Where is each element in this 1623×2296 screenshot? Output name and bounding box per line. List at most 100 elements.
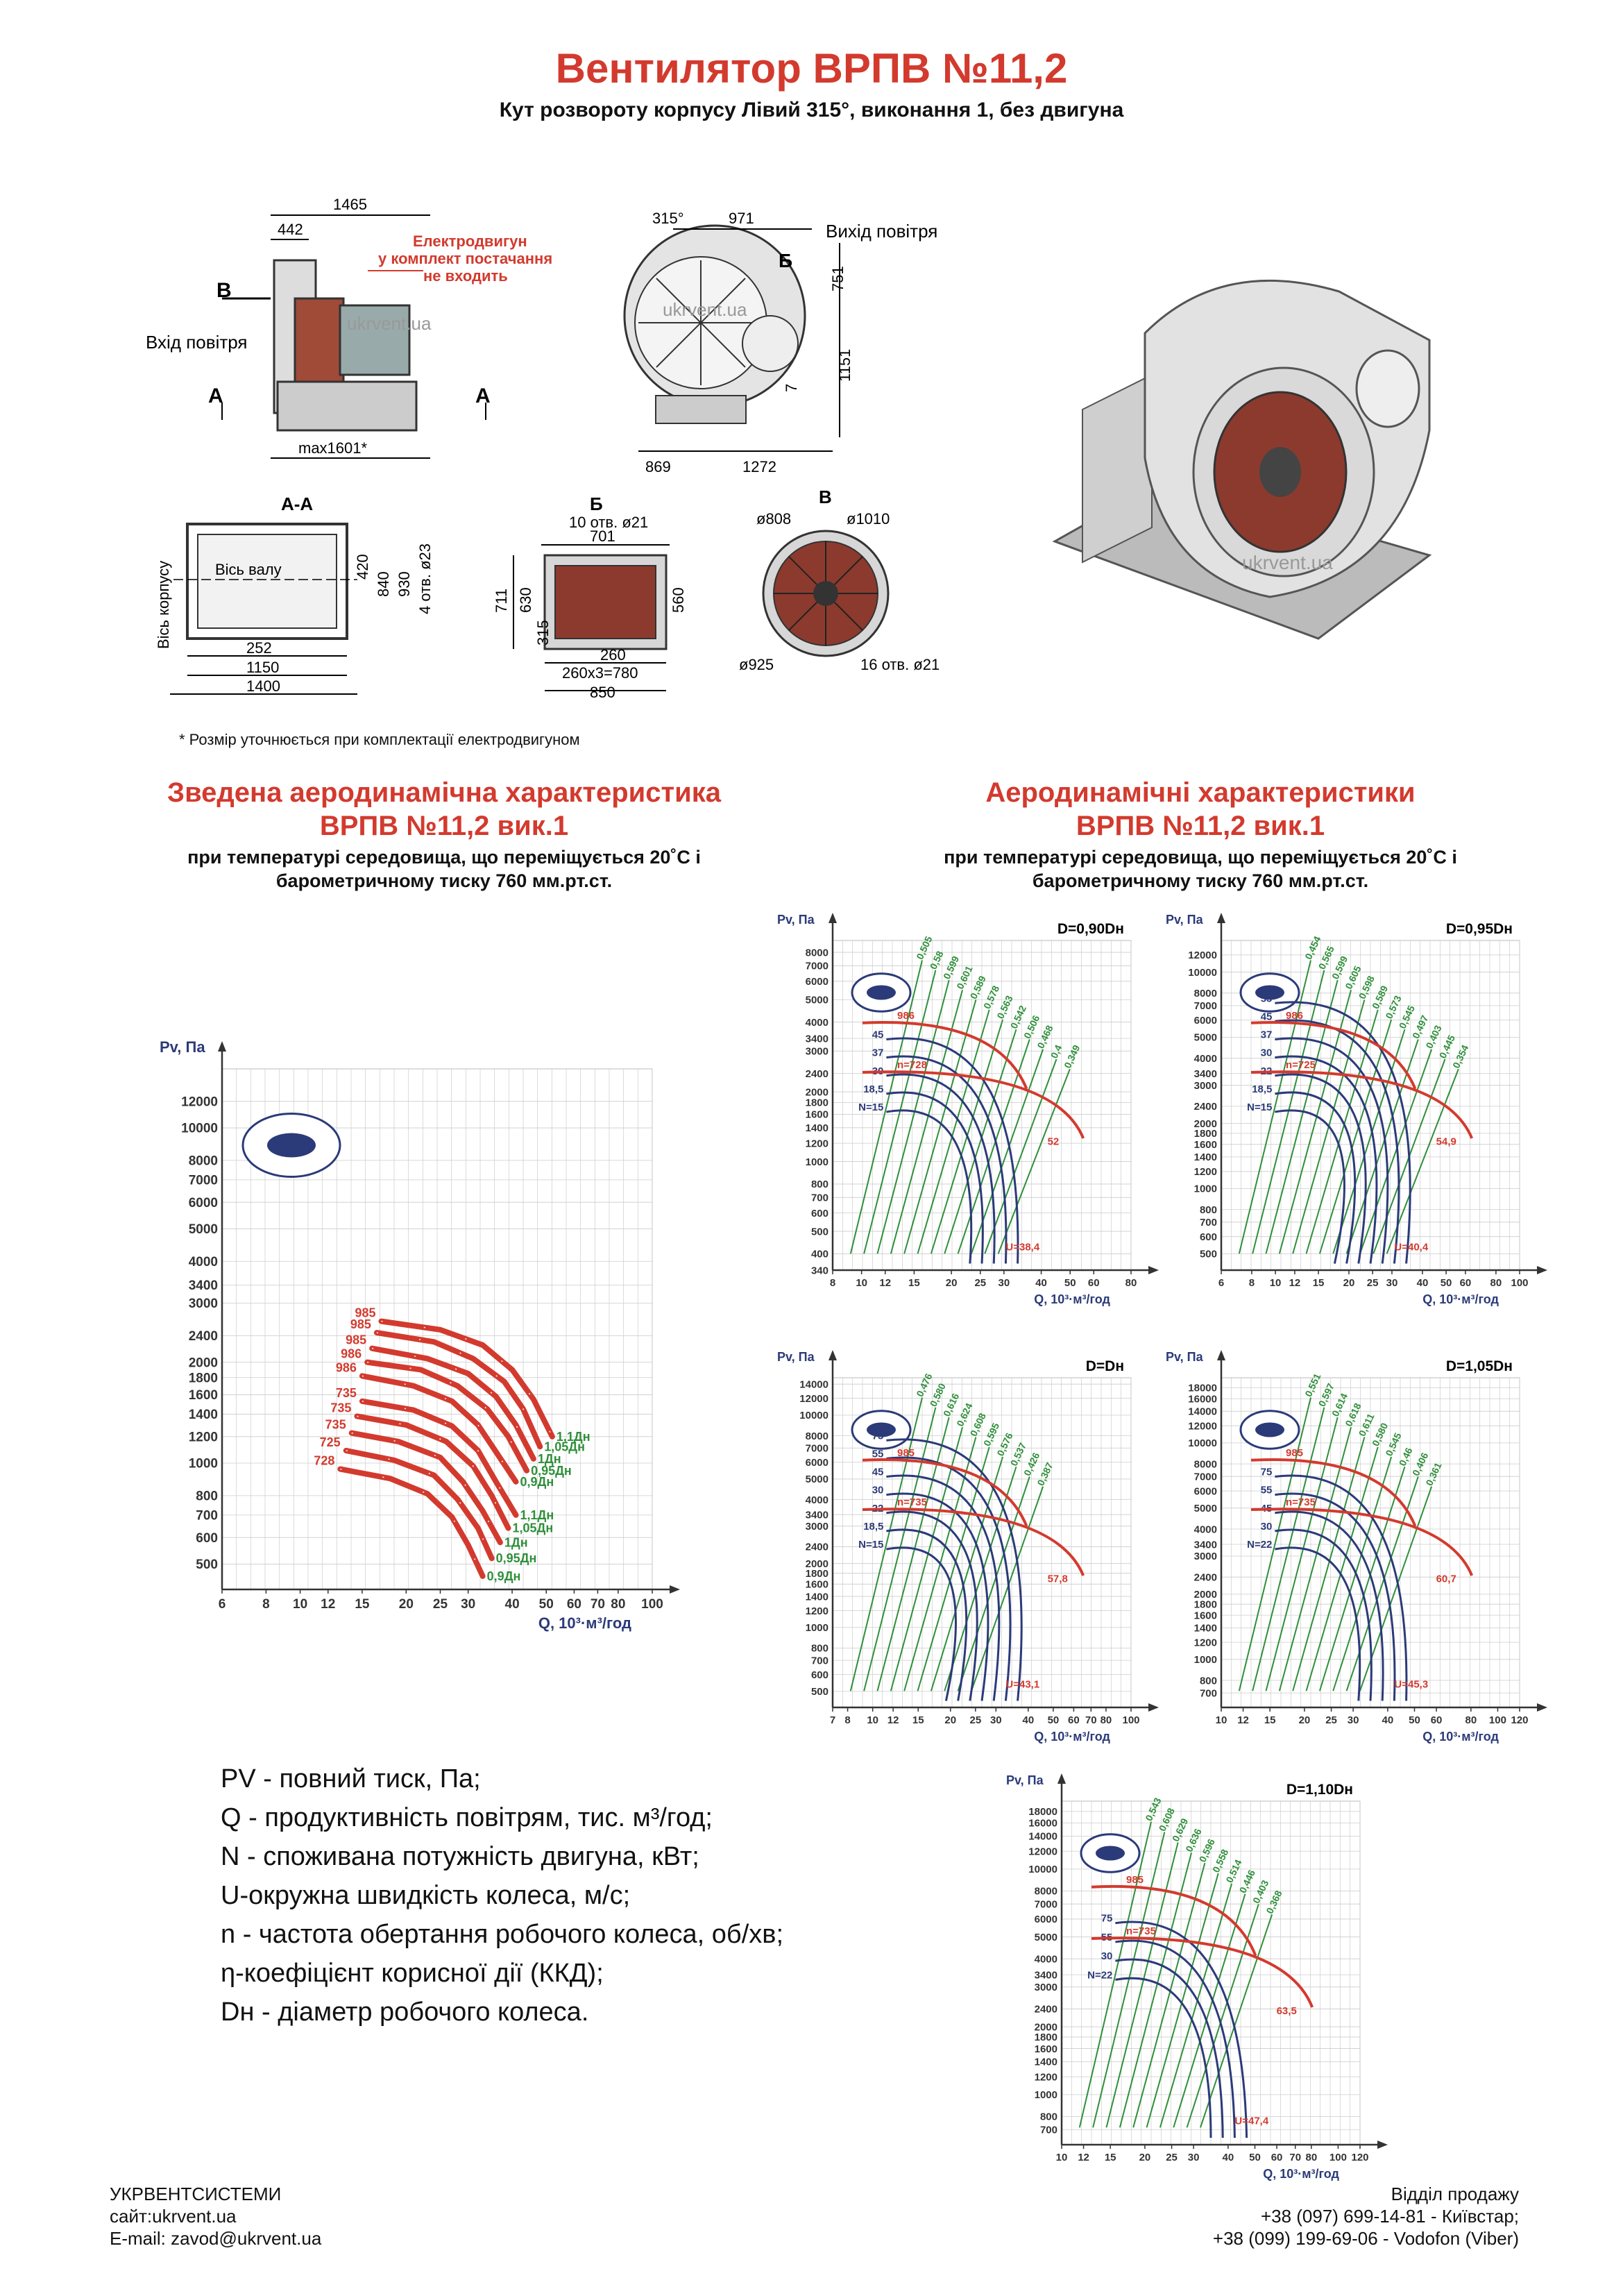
y-tick-label: 1800: [1194, 1598, 1217, 1610]
b-dim-850: 850: [590, 684, 615, 701]
efficiency-line: [903, 999, 977, 1254]
y-tick-label: 8000: [1194, 988, 1217, 999]
aa-dim-1150: 1150: [246, 659, 279, 676]
power-curve: [1275, 1019, 1400, 1264]
y-axis-arrow: [218, 1041, 226, 1052]
series-rpm-label: 725: [320, 1435, 341, 1449]
y-axis-arrow: [1057, 1773, 1066, 1784]
x-tick-label: 15: [908, 1277, 920, 1289]
aero-sub-2: барометричному тиску 760 мм.рт.ст.: [1032, 870, 1369, 891]
power-curve: [1275, 1073, 1367, 1264]
watermark-render: ukrvent.ua: [1242, 552, 1333, 573]
series-rpm-label: 985: [350, 1317, 371, 1331]
x-tick-label: 25: [969, 1714, 981, 1726]
chart-title: D=0,95Dн: [1446, 921, 1513, 937]
x-tick-label: 12: [887, 1714, 899, 1726]
y-tick-label: 12000: [799, 1393, 829, 1405]
aa-dim-252: 252: [246, 639, 272, 657]
y-tick-label: 8000: [806, 947, 829, 959]
y-axis-arrow: [829, 1350, 837, 1360]
y-axis-label: Pv, Па: [777, 913, 815, 927]
x-tick-label: 15: [355, 1597, 370, 1612]
y-tick-label: 600: [196, 1531, 218, 1546]
speed-label-min: U=38,4: [1005, 1242, 1039, 1253]
y-tick-label: 10000: [1188, 967, 1217, 979]
rpm-label: n=725: [1286, 1059, 1316, 1071]
y-tick-label: 4000: [806, 1494, 829, 1506]
y-tick-label: 2400: [1194, 1101, 1217, 1113]
x-axis-label: Q, 10³·м³/год: [1034, 1292, 1110, 1306]
legend-item: N - споживана потужність двигуна, кВт;: [221, 1842, 699, 1871]
y-tick-label: 4000: [1194, 1523, 1217, 1535]
y-tick-label: 3400: [806, 1509, 829, 1521]
x-tick-label: 80: [1101, 1714, 1112, 1726]
y-tick-label: 4000: [1035, 1953, 1057, 1965]
impeller-icon: [638, 260, 763, 385]
power-label: N=15: [858, 1539, 883, 1551]
phone-kyivstar[interactable]: +38 (097) 699-14-81 - Київстар;: [1260, 2206, 1519, 2227]
email-link[interactable]: E-mail: zavod@ukrvent.ua: [110, 2228, 322, 2249]
x-tick-label: 80: [1305, 2152, 1317, 2163]
logo-fan-icon: [267, 1133, 316, 1158]
speed-label-max: 57,8: [1048, 1573, 1068, 1585]
power-curve: [1275, 1528, 1373, 1701]
power-label: 55: [1261, 993, 1273, 1004]
section-v-drawing: В ø808 ø1010 ø925 16 отв. ø21: [739, 487, 940, 673]
y-tick-label: 5000: [1194, 1503, 1217, 1514]
y-tick-label: 3000: [806, 1046, 829, 1058]
efficiency-line: [890, 1426, 964, 1691]
x-tick-label: 25: [433, 1597, 448, 1612]
y-tick-label: 500: [811, 1686, 829, 1698]
power-label: 37: [1261, 1029, 1273, 1041]
x-axis-label: Q, 10³·м³/год: [1034, 1730, 1110, 1744]
series-line-dots: [362, 1375, 517, 1483]
y-tick-label: 800: [811, 1643, 829, 1655]
phone-vodafone[interactable]: +38 (099) 199-69-06 - Vodofon (Viber): [1212, 2228, 1519, 2249]
series-diameter-label: 1Дн: [538, 1452, 561, 1466]
x-tick-label: 30: [1188, 2152, 1200, 2163]
y-tick-label: 1800: [1035, 2032, 1057, 2043]
x-tick-label: 100: [1329, 2152, 1347, 2163]
x-tick-label: 40: [1022, 1714, 1034, 1726]
y-tick-label: 2400: [806, 1068, 829, 1080]
front-dim-971: 971: [729, 210, 754, 227]
x-tick-label: 60: [1068, 1714, 1080, 1726]
y-tick-label: 700: [811, 1655, 829, 1666]
rpm-curve: [862, 1458, 1028, 1527]
x-tick-label: 12: [1289, 1277, 1301, 1289]
power-curve: [886, 1474, 1001, 1701]
y-tick-label: 2400: [1194, 1571, 1217, 1583]
y-tick-label: 400: [811, 1249, 829, 1260]
x-tick-label: 12: [1237, 1714, 1249, 1726]
side-dim-inlet: 442: [278, 221, 303, 238]
efficiency-line: [930, 1456, 1004, 1691]
y-tick-label: 18000: [1028, 1806, 1057, 1818]
v-dim-808: ø808: [756, 510, 791, 527]
front-dim-1151: 1151: [836, 349, 853, 382]
y-tick-label: 7000: [189, 1174, 218, 1188]
sales-dept: Відділ продажу: [1391, 2184, 1519, 2204]
logo-fan-icon: [867, 985, 896, 1000]
power-curve: [1275, 1492, 1396, 1701]
efficiency-line: [863, 1407, 937, 1691]
x-tick-label: 50: [1441, 1277, 1452, 1289]
y-tick-label: 700: [811, 1192, 829, 1204]
x-tick-label: 50: [1048, 1714, 1060, 1726]
x-tick-label: 15: [1105, 2152, 1116, 2163]
rpm-label: 985: [1286, 1447, 1303, 1459]
y-tick-label: 1600: [806, 1579, 829, 1591]
y-tick-label: 1600: [1194, 1610, 1217, 1621]
section-mark-a-left: А: [208, 385, 223, 407]
efficiency-line: [1173, 1893, 1246, 2128]
power-label: 75: [872, 1430, 884, 1442]
y-tick-label: 1200: [1194, 1166, 1217, 1178]
speed-label-max: 63,5: [1277, 2005, 1297, 2017]
site-link[interactable]: сайт:ukrvent.ua: [110, 2206, 237, 2227]
efficiency-line: [957, 1039, 1030, 1254]
efficiency-line: [890, 989, 964, 1254]
y-tick-label: 1800: [189, 1371, 218, 1385]
efficiency-line: [984, 1058, 1057, 1254]
aero-title-1: Аеродинамічні характеристики: [985, 777, 1416, 808]
power-curve: [886, 1528, 968, 1701]
x-tick-label: 50: [539, 1597, 554, 1612]
